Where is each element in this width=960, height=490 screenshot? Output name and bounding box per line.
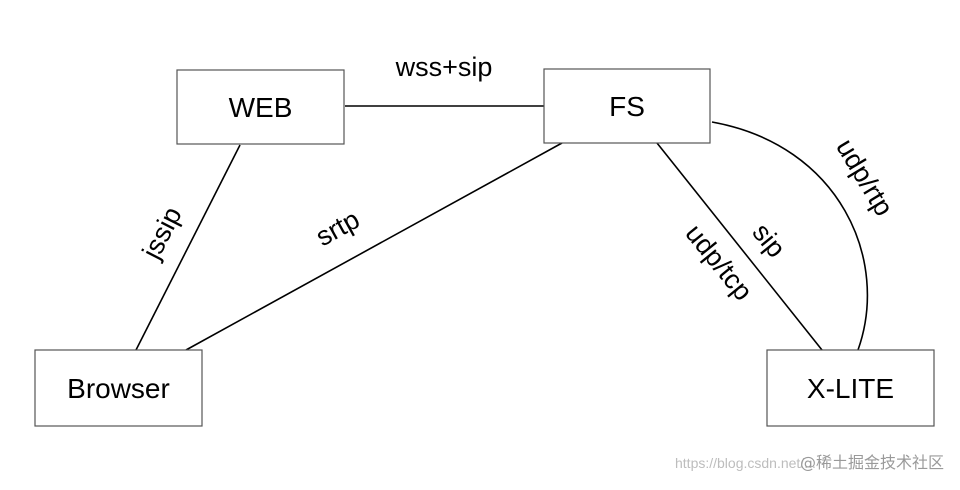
edge-label-sip: sip	[746, 217, 791, 263]
node-web-label: WEB	[229, 92, 293, 123]
node-fs: FS	[543, 68, 711, 144]
edge-label-udp-rtp: udp/rtp	[830, 134, 899, 222]
edge-fs-xlite-sip	[656, 142, 823, 351]
edge-label-jssip: jssip	[136, 202, 188, 265]
node-xlite-label: X-LITE	[807, 373, 894, 404]
node-browser: Browser	[34, 349, 203, 427]
node-web: WEB	[176, 69, 345, 145]
edge-label-srtp: srtp	[311, 204, 365, 252]
edge-browser-fs	[185, 142, 563, 351]
edge-web-browser	[135, 144, 241, 351]
watermark-brand: @稀土掘金技术社区	[800, 453, 944, 472]
watermark-url: https://blog.csdn.net/...	[675, 455, 816, 471]
node-browser-label: Browser	[67, 373, 170, 404]
edge-label-udp-tcp: udp/tcp	[679, 218, 758, 306]
edge-fs-xlite-rtp	[711, 121, 869, 351]
edge-label-wss-sip: wss+sip	[395, 52, 493, 82]
node-fs-label: FS	[609, 91, 645, 122]
node-xlite: X-LITE	[766, 349, 935, 427]
